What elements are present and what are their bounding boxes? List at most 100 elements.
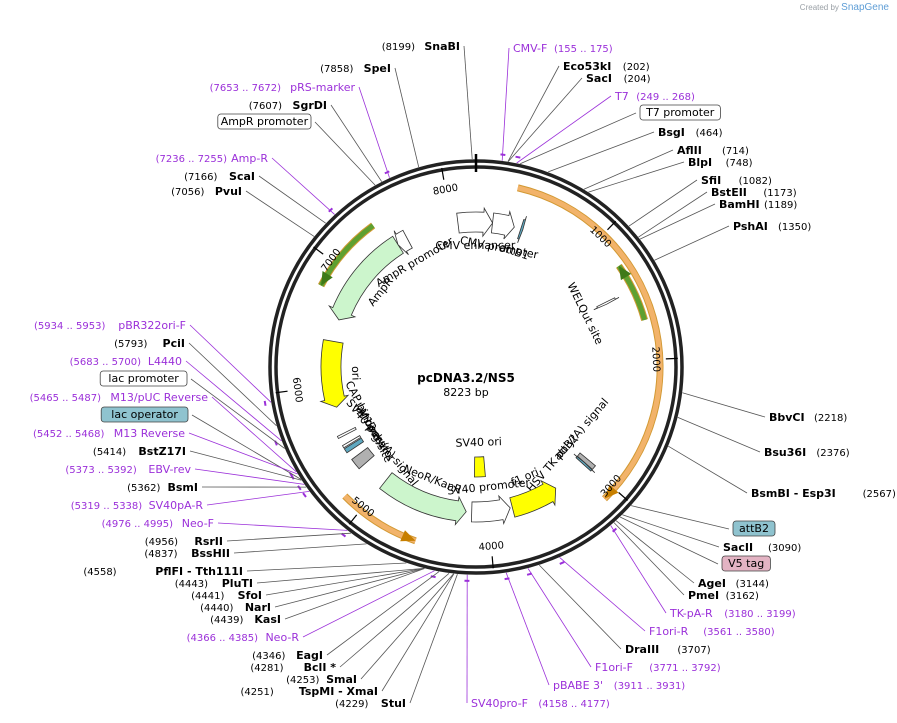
site-sfii[interactable]: SfiI(1082): [701, 174, 772, 187]
site-pbabe[interactable]: pBABE 3'(3911 .. 3931): [553, 679, 685, 692]
site-pvui[interactable]: PvuI(7056): [171, 185, 242, 198]
site-labels[interactable]: SnaBI(8199) CMV-F(155 .. 175) SpeI(7858) Ec…: [30, 40, 896, 710]
site-position: (5414): [93, 447, 126, 458]
site-tkpar[interactable]: TK-pA-R(3180 .. 3199): [669, 607, 796, 620]
site-eco53[interactable]: Eco53kI(202): [563, 60, 650, 73]
site-f1orif[interactable]: F1ori-F(3771 .. 3792): [595, 661, 721, 674]
site-position: (5683 .. 5700): [70, 357, 142, 368]
site-neor_p[interactable]: Neo-R(4366 .. 4385): [187, 631, 300, 644]
site-t7[interactable]: T7(249 .. 268): [614, 90, 695, 103]
feature-10[interactable]: [351, 447, 375, 470]
site-pcii[interactable]: PciI(5793): [114, 337, 185, 350]
site-ampr_p[interactable]: Amp-R(7236 .. 7255): [156, 152, 269, 165]
site-name: BsmBI - Esp3I: [751, 487, 836, 500]
site-position: (7236 .. 7255): [156, 154, 228, 165]
feature-12[interactable]: [341, 435, 362, 449]
site-agei[interactable]: AgeI(3144): [698, 577, 769, 590]
feature-7[interactable]: [470, 494, 511, 526]
site-pflfi[interactable]: PflFI - Tth111I(4558): [83, 565, 243, 578]
site-lacop[interactable]: lac operator: [100, 406, 189, 423]
feature-11[interactable]: [343, 437, 365, 454]
feature-1[interactable]: [490, 210, 515, 240]
site-scai[interactable]: ScaI(7166): [184, 170, 255, 183]
site-sgrdi[interactable]: SgrDI(7607): [249, 99, 327, 112]
site-sacii[interactable]: SacII(3090): [723, 541, 801, 554]
site-position: (3144): [736, 579, 769, 590]
orf-arc: [517, 185, 663, 501]
box-label: T7 promoter: [645, 106, 715, 119]
site-bsteii[interactable]: BstEII(1173): [711, 186, 797, 199]
site-smai[interactable]: SmaI(4253): [286, 673, 357, 686]
site-lacprom[interactable]: lac promoter: [99, 370, 188, 387]
primer-mark: [526, 572, 533, 576]
feature-9[interactable]: [379, 472, 467, 526]
site-neof[interactable]: Neo-F(4976 .. 4995): [102, 517, 214, 530]
primer-mark: [559, 561, 565, 565]
leader-line: [271, 157, 335, 215]
site-bsmi[interactable]: BsmI(5362): [127, 481, 198, 494]
feature-13[interactable]: [336, 426, 357, 440]
site-rsrii[interactable]: RsrII(4956): [145, 535, 223, 548]
leader-line: [583, 149, 674, 190]
feature-box: [217, 113, 312, 130]
site-name: F1ori-R: [649, 625, 689, 638]
site-blpi[interactable]: BlpI(748): [688, 156, 753, 169]
feature-15[interactable]: [328, 235, 404, 321]
site-attb2[interactable]: attB2: [732, 520, 776, 537]
site-bamhi[interactable]: BamHI(1189): [719, 198, 797, 211]
feature-3[interactable]: [593, 297, 620, 311]
site-pshai[interactable]: PshAI(1350): [733, 220, 811, 233]
site-name: M13 Reverse: [114, 427, 185, 440]
site-sacI[interactable]: SacI(204): [586, 72, 651, 85]
site-m13rev[interactable]: M13 Reverse(5452 .. 5468): [33, 427, 185, 440]
feature-6[interactable]: [509, 479, 557, 518]
site-snabi[interactable]: SnaBI(8199): [382, 40, 460, 53]
feature-4[interactable]: [576, 452, 597, 470]
site-sv40prof[interactable]: SV40pro-F(4158 .. 4177): [471, 697, 610, 710]
site-sfoi[interactable]: SfoI(4441): [191, 589, 262, 602]
leader-line: [559, 557, 646, 632]
site-sv40pa[interactable]: SV40pA-R(5319 .. 5338): [71, 499, 204, 512]
site-stui[interactable]: StuI(4229): [335, 697, 406, 710]
site-bcli[interactable]: BclI *(4281): [250, 661, 336, 674]
site-eagi[interactable]: EagI(4346): [252, 649, 323, 662]
site-l4440[interactable]: L4440 (5683 .. 5700): [70, 355, 182, 368]
site-position: (4956): [145, 537, 178, 548]
leader-line: [677, 417, 761, 453]
feature-box: [100, 406, 189, 423]
site-m13puc[interactable]: M13/pUC Reverse(5465 .. 5487): [30, 391, 209, 404]
site-prs[interactable]: pRS-marker(7653 .. 7672): [210, 81, 356, 94]
site-bsshii[interactable]: BssHII(4837): [144, 547, 230, 560]
site-name: AflII: [677, 144, 702, 157]
site-nari[interactable]: NarI(4440): [200, 601, 271, 614]
feature-8[interactable]: [473, 456, 486, 478]
site-bbvci[interactable]: BbvCI(2218): [769, 411, 847, 424]
site-bstz[interactable]: BstZ17I(5414): [93, 445, 186, 458]
site-bsmbi[interactable]: BsmBI - Esp3I(2567): [751, 487, 896, 500]
feature-16[interactable]: [393, 229, 413, 255]
site-amprprom[interactable]: AmpR promoter: [217, 113, 312, 130]
feature-0[interactable]: [456, 206, 494, 238]
site-pmei[interactable]: PmeI(3162): [688, 589, 759, 602]
site-kasi[interactable]: KasI(4439): [210, 613, 281, 626]
site-tspmi[interactable]: TspMI - XmaI(4251): [241, 685, 378, 698]
site-pbr322[interactable]: pBR322ori-F(5934 .. 5953): [34, 319, 186, 332]
site-ebvrev[interactable]: EBV-rev(5373 .. 5392): [65, 463, 191, 476]
site-f1orir[interactable]: F1ori-R(3561 .. 3580): [649, 625, 775, 638]
feature-2[interactable]: [517, 216, 527, 243]
site-draiii[interactable]: DraIII(3707): [625, 643, 711, 656]
site-plutI[interactable]: PluTI(4443): [175, 577, 253, 590]
site-cmvf[interactable]: CMV-F(155 .. 175): [513, 42, 613, 55]
feature-14[interactable]: [319, 339, 350, 408]
feature-box: [732, 520, 776, 537]
site-speI[interactable]: SpeI(7858): [320, 62, 391, 75]
site-aflii[interactable]: AflII(714): [677, 144, 749, 157]
site-bsgi[interactable]: BsgI(464): [658, 126, 723, 139]
site-name: L4440: [148, 355, 182, 368]
site-bsu36[interactable]: Bsu36I(2376): [764, 446, 850, 459]
feature-5[interactable]: [573, 453, 596, 473]
site-t7prom[interactable]: T7 promoter: [639, 104, 721, 121]
site-v5tag[interactable]: V5 tag: [721, 555, 771, 572]
